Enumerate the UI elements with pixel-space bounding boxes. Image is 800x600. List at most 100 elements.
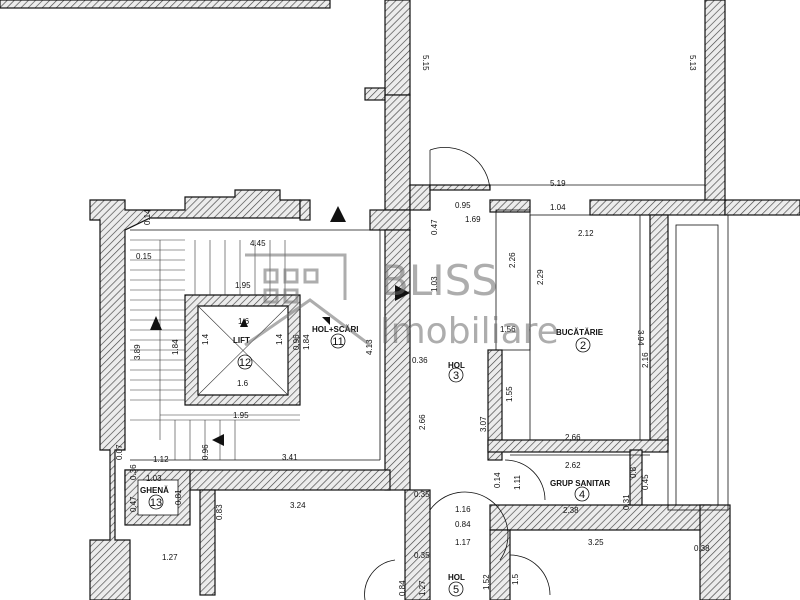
dim: 0.35 (414, 551, 430, 560)
dim: 3.41 (282, 453, 298, 462)
room-number-hol-scari: 11 (332, 336, 343, 348)
dim: 5.15 (421, 55, 430, 71)
dim: 0.47 (430, 219, 439, 235)
dim: 1.16 (455, 505, 471, 514)
wall-east-lower (699, 504, 731, 600)
door-lower-right (509, 554, 551, 596)
stair-treads (130, 239, 300, 460)
dim: 0.36 (412, 356, 428, 365)
wall-notch (364, 87, 386, 101)
dim: 0.14 (493, 472, 502, 488)
dim: 1.17 (455, 538, 471, 547)
dim: 1.03 (430, 276, 439, 292)
dim: 1.5 (511, 573, 520, 585)
wall-bath-east (629, 449, 643, 506)
wall-bath-bottom (489, 504, 711, 531)
room-label-grup-sanitar: GRUP SANITAR (550, 479, 610, 488)
dim: 2.16 (641, 352, 650, 368)
wall-lower-left (199, 489, 216, 596)
dim: 2.12 (578, 229, 594, 238)
wall-upper-center (384, 0, 411, 96)
arrow-up-lift-icon (240, 318, 248, 327)
room-number-hol-5: 5 (453, 584, 459, 596)
dim: 2.26 (508, 252, 517, 268)
dim: 0.36 (129, 464, 138, 480)
dim: 1.84 (302, 334, 311, 350)
wall-stair-outer (89, 189, 301, 600)
arrow-right-icon (395, 285, 410, 301)
wall-h-top-open (429, 184, 491, 191)
wall-center-vertical (384, 94, 411, 211)
arrow-up-icon (330, 206, 346, 222)
dim: 4.13 (365, 339, 374, 355)
arrow-left-icon (212, 434, 224, 446)
dim: 1.04 (550, 203, 566, 212)
dim: 2.38 (563, 506, 579, 515)
watermark: BLISS Imobiliare (244, 253, 559, 352)
dim: 1.4 (275, 333, 284, 345)
dim: 1.55 (505, 386, 514, 402)
dim: 1.03 (146, 474, 162, 483)
dim: 1.27 (162, 553, 178, 562)
dim: 2.66 (418, 414, 427, 430)
room-label-hol-5: HOL (448, 573, 465, 582)
dim: 3.94 (636, 330, 645, 346)
dim: 3.24 (290, 501, 306, 510)
dim: 1.56 (500, 325, 516, 334)
room-labels: HOL+SCĂRI 11 BUCĂTĂRIE 2 HOL 3 GRUP SANI… (140, 325, 610, 597)
door-bath (504, 459, 546, 501)
dim: 0.8 (629, 466, 638, 478)
wall-h-kitchen-right (589, 199, 726, 216)
dim: 1.27 (418, 580, 427, 596)
dim: 5.13 (688, 55, 697, 71)
wall-right-upper (704, 0, 726, 211)
door-lower (364, 559, 396, 600)
dim: 2.29 (536, 269, 545, 285)
room-label-hol-scari: HOL+SCĂRI (312, 325, 358, 334)
dim: 0.38 (694, 544, 710, 553)
dim: 0.95 (455, 201, 471, 210)
dim: 1.6 (237, 379, 249, 388)
interior-lines (130, 184, 705, 461)
wall-stair-ne (369, 209, 411, 231)
dim: 1.95 (235, 281, 251, 290)
dim: 0.84 (455, 520, 471, 529)
dim: 0.96 (201, 444, 210, 460)
wall-top-fragment (0, 0, 331, 9)
dim: 0.96 (292, 334, 301, 350)
dim: 1.11 (513, 474, 522, 490)
wall-hol-east (487, 349, 503, 461)
stair-arrows (150, 206, 410, 446)
wall-stair-east (384, 229, 411, 491)
doors (364, 147, 551, 600)
dim: 0.15 (136, 252, 152, 261)
room-number-grup-sanitar: 4 (579, 489, 585, 501)
dim: 1.69 (465, 215, 481, 224)
room-label-bucatarie: BUCĂTĂRIE (556, 328, 604, 337)
dim: 1.84 (171, 339, 180, 355)
wall-h-left-stub (409, 184, 431, 211)
dim: 3.07 (479, 416, 488, 432)
room-number-bucatarie: 2 (580, 340, 586, 352)
balcony-window (675, 224, 719, 506)
wall-h-kitchen-left (489, 199, 531, 213)
dim: 1.4 (201, 333, 210, 345)
arrow-up-small-icon (150, 316, 162, 330)
dim: 1.12 (153, 455, 169, 464)
door-hol5 (429, 491, 509, 561)
arrow-diag-icon (322, 317, 330, 325)
dim: 2.66 (565, 433, 581, 442)
dim: 0.07 (115, 444, 124, 460)
door-top (429, 147, 491, 191)
dim: 0.45 (641, 474, 650, 490)
dim: 5.19 (550, 179, 566, 188)
dim: 0.81 (174, 489, 183, 505)
room-label-hol-3: HOL (448, 361, 465, 370)
dim: 0.84 (398, 580, 407, 596)
dimension-labels: 5.15 5.13 5.19 0.95 1.04 1.69 2.12 4.45 … (115, 55, 710, 596)
dim: 0.35 (414, 490, 430, 499)
room-number-hol-3: 3 (453, 370, 459, 382)
room-label-lift: LIFT (233, 336, 250, 345)
